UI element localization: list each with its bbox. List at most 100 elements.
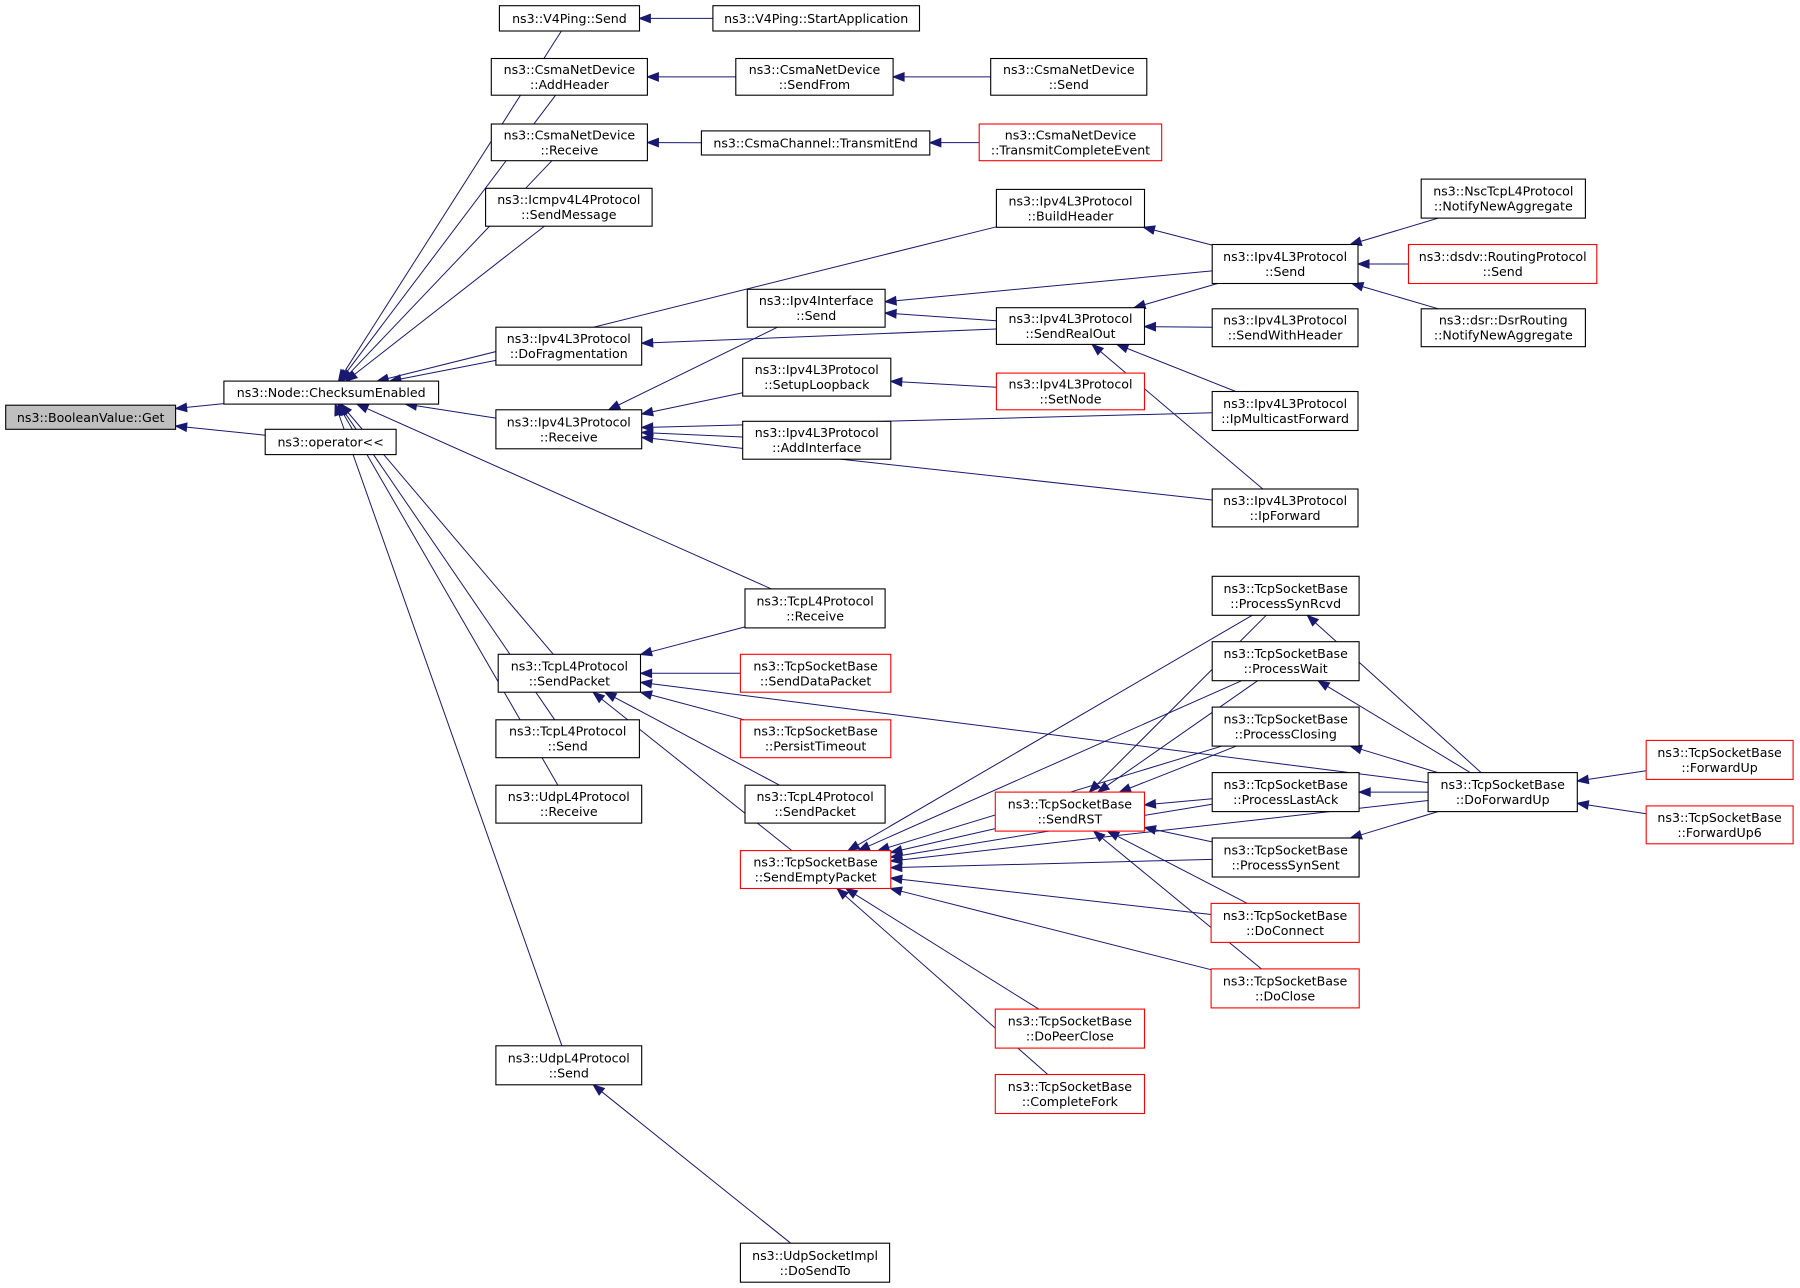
node-tsb-synsent[interactable]: ns3::TcpSocketBase::ProcessSynSent	[1211, 837, 1360, 878]
node-label-line: ::Send	[549, 1065, 589, 1080]
node-tsb-sendempty[interactable]: ns3::TcpSocketBase::SendEmptyPacket	[739, 850, 892, 890]
node-ipv4-dofrag[interactable]: ns3::Ipv4L3Protocol::DoFragmentation	[495, 326, 643, 366]
node-box	[739, 719, 892, 759]
node-udp-dosendto[interactable]: ns3::UdpSocketImpl::DoSendTo	[739, 1242, 891, 1283]
node-tsb-completefork[interactable]: ns3::TcpSocketBase::CompleteFork	[994, 1073, 1146, 1115]
arrowhead	[1118, 783, 1133, 793]
node-box	[495, 784, 643, 824]
node-csma-send[interactable]: ns3::CsmaNetDevice::Send	[990, 57, 1148, 96]
node-box	[495, 409, 643, 450]
call-edge-tsb_forwardup6-to-tsb_doforwardup	[1575, 800, 1647, 815]
node-box	[1645, 805, 1794, 845]
call-edge-nsc_notify-to-ipv4_send	[1348, 217, 1439, 246]
node-bv-get[interactable]: ns3::BooleanValue::Get	[5, 404, 177, 430]
node-ipv4-buildheader[interactable]: ns3::Ipv4L3Protocol::BuildHeader	[995, 188, 1146, 228]
node-label-line: ns3::TcpSocketBase	[1224, 712, 1349, 727]
node-label-line: ns3::UdpSocketImpl	[752, 1248, 878, 1263]
node-csma-sendfrom[interactable]: ns3::CsmaNetDevice::SendFrom	[735, 57, 894, 96]
arrowhead	[640, 433, 654, 444]
node-dsr-notify[interactable]: ns3::dsr::DsrRouting::NotifyNewAggregate	[1420, 308, 1586, 348]
call-edge-tsb_doforwardup-to-tsb_wait	[1316, 679, 1471, 774]
edge-line	[854, 893, 1039, 1010]
node-tsb-forwardup6[interactable]: ns3::TcpSocketBase::ForwardUp6	[1645, 805, 1794, 845]
node-op[interactable]: ns3::operator<<	[264, 428, 397, 456]
node-checksum[interactable]: ns3::Node::ChecksumEnabled	[223, 380, 440, 405]
edge-line	[1362, 286, 1439, 310]
edge-line	[868, 680, 1242, 847]
call-edge-tsb_dopeerclose-to-tsb_sendempty	[844, 887, 1039, 1010]
node-csma-txcomplete[interactable]: ns3::CsmaNetDevice::TransmitCompleteEven…	[978, 123, 1163, 162]
node-tsb-persist[interactable]: ns3::TcpSocketBase::PersistTimeout	[739, 719, 892, 759]
node-box	[1211, 706, 1360, 747]
node-udpl4-send[interactable]: ns3::UdpL4Protocol::Send	[495, 1045, 643, 1086]
node-ipv4if-send[interactable]: ns3::Ipv4Interface::Send	[746, 288, 886, 328]
node-box	[1645, 739, 1794, 780]
node-tcpl4-receive[interactable]: ns3::TcpL4Protocol::Receive	[744, 588, 886, 629]
call-edge-tcpl4_receive-to-tcpl4_sendpacket	[639, 626, 746, 657]
node-tcpl4-sendpacket[interactable]: ns3::TcpL4Protocol::SendPacket	[497, 653, 642, 693]
arrowhead	[889, 377, 903, 387]
node-tsb-sendrst[interactable]: ns3::TcpSocketBase::SendRST	[994, 791, 1146, 832]
call-edge-tcpl4_sendpacket2-to-tcpl4_sendpacket	[603, 691, 780, 786]
call-edge-csma_send-to-csma_sendfrom	[891, 71, 991, 82]
node-csmach-txend[interactable]: ns3::CsmaChannel::TransmitEnd	[700, 130, 931, 156]
node-csma-receive[interactable]: ns3::CsmaNetDevice::Receive	[490, 123, 648, 162]
node-box	[1211, 390, 1359, 432]
call-edge-tsb_synsent-to-tsb_sendrst	[1143, 825, 1213, 843]
arrowhead	[334, 402, 344, 417]
arrowhead	[1092, 830, 1106, 843]
node-v4ping-start[interactable]: ns3::V4Ping::StartApplication	[712, 5, 921, 32]
arrowhead	[889, 854, 903, 865]
node-tsb-doconnect[interactable]: ns3::TcpSocketBase::DoConnect	[1210, 902, 1360, 943]
node-tcpl4-sendpacket2[interactable]: ns3::TcpL4Protocol::SendPacket	[744, 784, 886, 824]
node-label-line: ::AddInterface	[772, 440, 862, 455]
node-ipv4-setuploop[interactable]: ns3::Ipv4L3Protocol::SetupLoopback	[742, 357, 892, 397]
node-dsdv-send[interactable]: ns3::dsdv::RoutingProtocol::Send	[1407, 243, 1598, 285]
node-ipv4-sendwithheader[interactable]: ns3::Ipv4L3Protocol::SendWithHeader	[1211, 308, 1359, 348]
edge-line	[651, 694, 745, 721]
node-label-line: ::ProcessSynRcvd	[1230, 596, 1341, 611]
node-tsb-wait[interactable]: ns3::TcpSocketBase::ProcessWait	[1211, 641, 1360, 682]
edge-line	[895, 270, 1213, 302]
node-ipv4-setnode[interactable]: ns3::Ipv4L3Protocol::SetNode	[995, 372, 1146, 411]
arrowhead	[174, 422, 188, 433]
node-box	[978, 123, 1163, 162]
node-ipv4-send[interactable]: ns3::Ipv4L3Protocol::Send	[1211, 243, 1359, 285]
node-tsb-senddata[interactable]: ns3::TcpSocketBase::SendDataPacket	[739, 653, 892, 693]
node-csma-addheader[interactable]: ns3::CsmaNetDevice::AddHeader	[490, 57, 648, 96]
call-edge-tsb_doforwardup-to-tsb_synrcvd	[1306, 614, 1482, 773]
node-label-line: ::NotifyNewAggregate	[1434, 199, 1573, 214]
node-v4ping-send[interactable]: ns3::V4Ping::Send	[498, 5, 641, 32]
node-tsb-lastack[interactable]: ns3::TcpSocketBase::ProcessLastAck	[1211, 772, 1360, 813]
node-label-line: ns3::Ipv4L3Protocol	[1009, 193, 1133, 208]
node-icmp-sendmsg[interactable]: ns3::Icmpv4L4Protocol::SendMessage	[485, 187, 653, 227]
node-ipv4-sendrealout[interactable]: ns3::Ipv4L3Protocol::SendRealOut	[995, 307, 1146, 345]
node-tsb-doclose[interactable]: ns3::TcpSocketBase::DoClose	[1210, 968, 1360, 1009]
arrowhead	[889, 886, 903, 897]
node-box	[1407, 243, 1598, 285]
edge-line	[901, 828, 996, 851]
node-tcpl4-send[interactable]: ns3::TcpL4Protocol::Send	[495, 719, 640, 759]
node-label-line: ns3::TcpSocketBase	[1008, 797, 1133, 812]
node-label-line: ns3::Ipv4L3Protocol	[755, 425, 879, 440]
node-box	[495, 719, 640, 759]
node-tsb-forwardup[interactable]: ns3::TcpSocketBase::ForwardUp	[1645, 739, 1794, 780]
call-edge-ipv4_dofrag-to-checksum	[388, 359, 496, 384]
arrowhead	[883, 308, 897, 319]
node-label-line: ::Send	[1483, 264, 1523, 279]
node-tsb-synrcvd[interactable]: ns3::TcpSocketBase::ProcessSynRcvd	[1211, 575, 1360, 616]
node-label-line: ::Send	[1265, 264, 1305, 279]
node-nsc-notify[interactable]: ns3::NscTcpL4Protocol::NotifyNewAggregat…	[1420, 178, 1586, 219]
node-label-line: ns3::TcpL4Protocol	[756, 593, 873, 608]
node-ipv4-ipforward[interactable]: ns3::Ipv4L3Protocol::IpForward	[1211, 488, 1359, 528]
edge-line	[400, 359, 496, 380]
arrowhead	[639, 668, 653, 679]
node-ipv4-addif[interactable]: ns3::Ipv4L3Protocol::AddInterface	[742, 420, 892, 460]
node-ipv4-ipmcast[interactable]: ns3::Ipv4L3Protocol::IpMulticastForward	[1211, 390, 1359, 432]
node-ipv4-receive[interactable]: ns3::Ipv4L3Protocol::Receive	[495, 409, 643, 450]
node-tsb-doforwardup[interactable]: ns3::TcpSocketBase::DoForwardUp	[1427, 772, 1578, 813]
node-udpl4-receive[interactable]: ns3::UdpL4Protocol::Receive	[495, 784, 643, 824]
edge-line	[901, 878, 1212, 915]
node-tsb-closing[interactable]: ns3::TcpSocketBase::ProcessClosing	[1211, 706, 1360, 747]
node-tsb-dopeerclose[interactable]: ns3::TcpSocketBase::DoPeerClose	[994, 1008, 1146, 1049]
